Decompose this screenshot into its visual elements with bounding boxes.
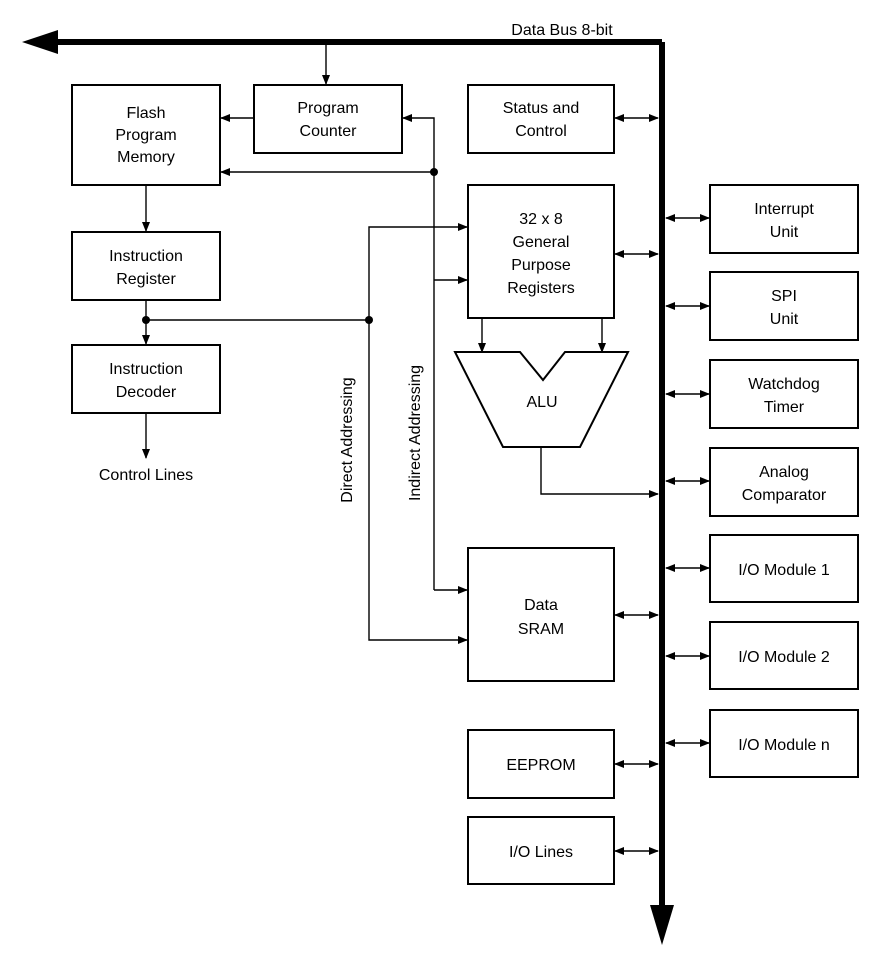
eeprom-label: EEPROM [506,757,575,774]
flash-line-2: Program [115,127,176,144]
spi-unit-block: SPI Unit [709,271,859,341]
flash-program-memory-block: Flash Program Memory [71,84,221,186]
eeprom-block: EEPROM [467,729,615,799]
junction-dot [365,316,373,324]
watchdog-timer-line-2: Timer [764,399,805,416]
alu-block: ALU [453,351,630,448]
analog-comparator-line-1: Analog [759,464,809,481]
general-purpose-registers-block: 32 x 8 General Purpose Registers [467,184,615,319]
gp-registers-line-3: Purpose [511,257,571,274]
io-module-1-label: I/O Module 1 [738,562,830,579]
flash-line-3: Memory [117,149,175,166]
junction-dot [430,168,438,176]
gp-registers-line-2: General [513,234,570,251]
spi-unit-line-1: SPI [771,288,797,305]
watchdog-timer-block: Watchdog Timer [709,359,859,429]
io-module-2-block: I/O Module 2 [709,621,859,690]
program-counter-block: Program Counter [253,84,403,154]
flash-line-1: Flash [126,105,165,122]
data-sram-line-1: Data [524,597,558,614]
direct-addressing-label: Direct Addressing [339,377,356,502]
data-bus-label: Data Bus 8-bit [511,22,613,39]
analog-comparator-block: Analog Comparator [709,447,859,517]
io-module-1-block: I/O Module 1 [709,534,859,603]
alu-label: ALU [526,394,557,411]
io-module-2-label: I/O Module 2 [738,649,830,666]
indirect-addressing-label: Indirect Addressing [407,365,424,501]
io-module-n-label: I/O Module n [738,737,830,754]
interrupt-unit-line-1: Interrupt [754,201,814,218]
program-counter-line-2: Counter [300,123,358,140]
instruction-register-line-2: Register [116,271,176,288]
control-lines-label: Control Lines [99,467,193,484]
status-control-line-1: Status and [503,100,580,117]
watchdog-timer-line-1: Watchdog [748,376,819,393]
data-sram-line-2: SRAM [518,621,564,638]
spi-unit-line-2: Unit [770,311,799,328]
instruction-register-block: Instruction Register [71,231,221,301]
connection-lines [142,44,710,855]
instruction-decoder-line-1: Instruction [109,361,183,378]
junction-dot [142,316,150,324]
interrupt-unit-block: Interrupt Unit [709,184,859,254]
io-module-n-block: I/O Module n [709,709,859,778]
analog-comparator-line-2: Comparator [742,487,827,504]
instruction-decoder-line-2: Decoder [116,384,177,401]
io-lines-label: I/O Lines [509,844,573,861]
status-control-block: Status and Control [467,84,615,154]
program-counter-line-1: Program [297,100,358,117]
data-bus [22,30,674,945]
gp-registers-line-1: 32 x 8 [519,211,563,228]
data-sram-block: Data SRAM [467,547,615,682]
interrupt-unit-line-2: Unit [770,224,799,241]
io-lines-block: I/O Lines [467,816,615,885]
gp-registers-line-4: Registers [507,280,575,297]
status-control-line-2: Control [515,123,567,140]
instruction-decoder-block: Instruction Decoder [71,344,221,414]
instruction-register-line-1: Instruction [109,248,183,265]
